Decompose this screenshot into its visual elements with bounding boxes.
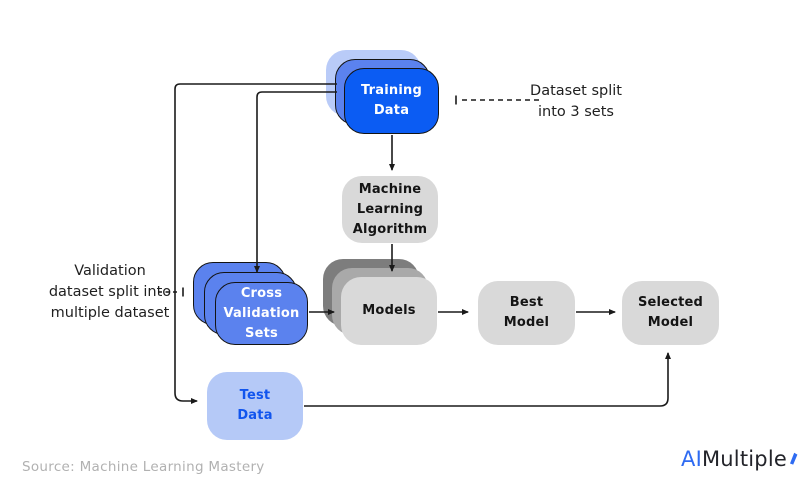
arrow-testdata-to-selectedmodel — [304, 352, 671, 407]
arrow-training-to-testdata — [174, 83, 337, 404]
training-data-node: Training Data — [344, 68, 439, 134]
selected-model-label: Selected Model — [637, 295, 704, 330]
logo-bolt-icon — [788, 446, 798, 470]
test-data-node: Test Data — [207, 372, 303, 440]
selected-model-node: Selected Model — [622, 281, 719, 345]
models-node: Models — [341, 277, 437, 345]
models-label: Models — [362, 303, 416, 318]
cross-validation-node: Cross Validation Sets — [215, 282, 308, 345]
best-model-label: Best Model — [503, 295, 550, 330]
test-data-label: Test Data — [237, 388, 273, 423]
ml-algorithm-label: Machine Learning Algorithm — [352, 181, 428, 237]
logo-ai-text: AI — [681, 447, 702, 471]
logo-multiple-text: Multiple — [701, 447, 787, 471]
best-model-node: Best Model — [478, 281, 575, 345]
cross-validation-label: Cross Validation Sets — [223, 285, 300, 341]
validation-split-annotation: Validation dataset split into multiple d… — [48, 263, 172, 321]
arrow-training-to-crossvalidation — [254, 91, 337, 273]
dataset-split-annotation: Dataset split into 3 sets — [530, 83, 622, 120]
ml-algorithm-node: Machine Learning Algorithm — [342, 176, 438, 243]
training-data-label: Training Data — [361, 83, 422, 118]
source-text: Source: Machine Learning Mastery — [22, 459, 265, 475]
